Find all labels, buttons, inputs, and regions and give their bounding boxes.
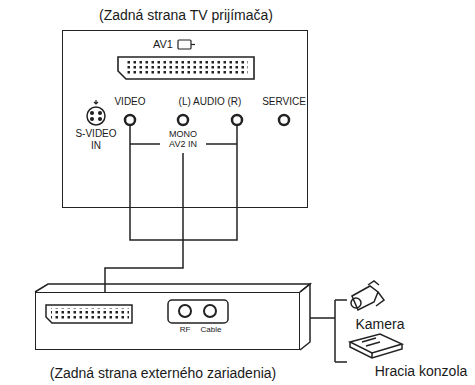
connector-label: S-VIDEO IN (72, 128, 120, 151)
connector-label: AV1 (153, 38, 173, 51)
device-label: Hracia konzola (375, 363, 468, 379)
connector-label: VIDEO (114, 96, 145, 108)
connector-label: MONO (169, 129, 197, 139)
panel-caption: (Zadná strana TV prijímača) (99, 7, 273, 23)
external-device: (Zadná strana externého zariadenia) (35, 292, 300, 350)
panel-caption: (Zadná strana externého zariadenia) (50, 365, 276, 381)
tv-back-panel: (Zadná strana TV prijímača) (62, 30, 308, 208)
connector-label: (L) AUDIO (R) (179, 96, 242, 108)
connector-label: Cable (201, 325, 222, 334)
connector-label: RF (180, 325, 191, 334)
connector-label: SERVICE (262, 96, 306, 108)
connector-label: AV2 IN (169, 139, 197, 149)
device-label: Kamera (355, 316, 404, 332)
cable-connector (105, 208, 183, 292)
